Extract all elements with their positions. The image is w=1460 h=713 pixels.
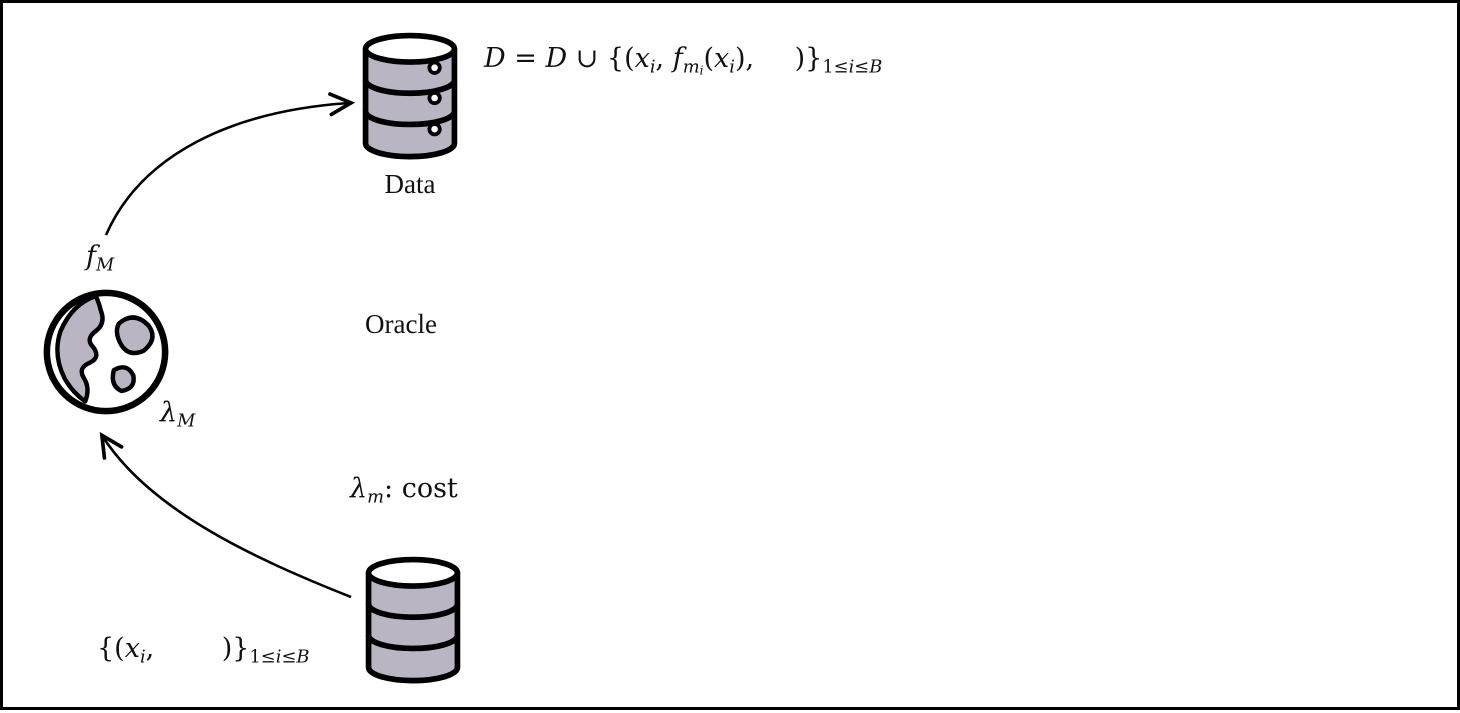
data-database xyxy=(358,31,462,165)
database-icon xyxy=(365,556,461,684)
arrows-layer xyxy=(99,92,356,599)
curved-arrow-icon-globe-to-data xyxy=(104,92,356,236)
globe-icon xyxy=(43,289,169,415)
query-batch-formula: {(xi, )}1≤i≤B xyxy=(97,633,310,668)
query-cost-label: λm: cost xyxy=(350,473,458,508)
world-model xyxy=(41,287,171,417)
model-output-label: fM xyxy=(86,241,115,276)
database-icon xyxy=(362,32,458,160)
query-database xyxy=(361,555,465,689)
curved-arrow-icon-db-to-globe xyxy=(99,431,352,599)
oracle-label: Oracle xyxy=(365,309,437,339)
dataset-update-formula: D = D ∪ {(xi, fmi(xi), )}1≤i≤B xyxy=(484,43,883,78)
data-label: Data xyxy=(384,169,436,199)
model-cost-label: λM xyxy=(160,397,196,432)
